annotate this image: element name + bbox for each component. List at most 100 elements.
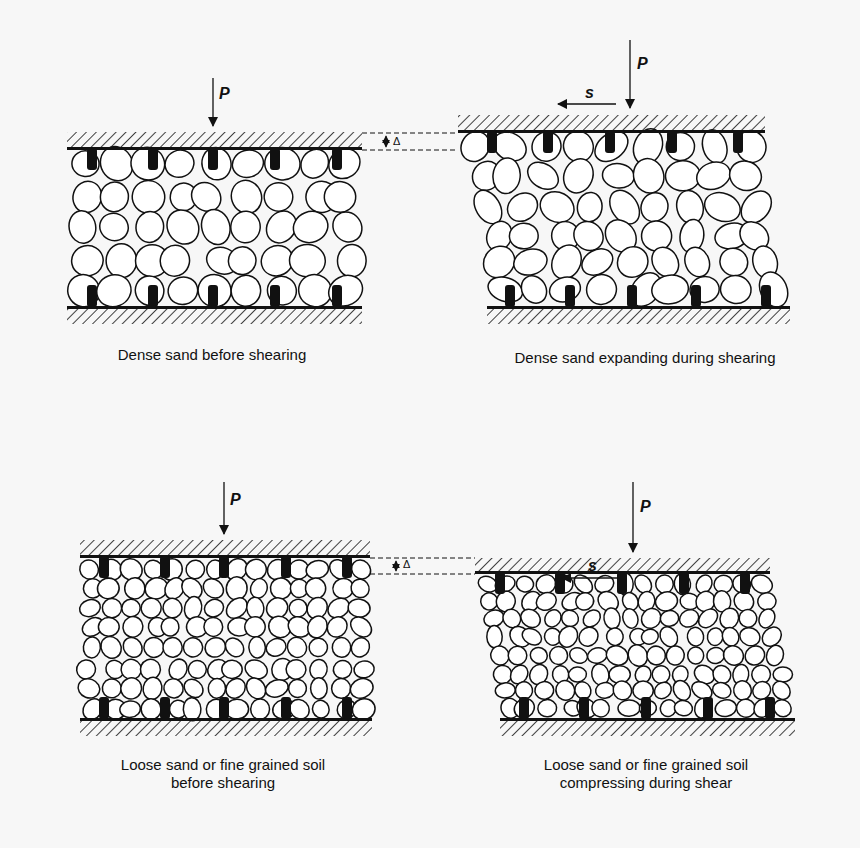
soil-grain: [162, 637, 183, 658]
soil-grain: [98, 180, 131, 214]
soil-grain: [76, 557, 101, 583]
soil-grain: [248, 636, 266, 658]
soil-grain: [714, 698, 738, 718]
soil-grain: [82, 636, 101, 659]
plate-tooth: [627, 285, 637, 307]
soil-grain: [729, 572, 754, 597]
plate-tooth: [565, 285, 575, 307]
delta-label: Δ: [393, 135, 400, 148]
soil-grain: [243, 557, 268, 582]
soil-grain: [327, 206, 368, 247]
plate-tooth: [148, 148, 158, 170]
soil-grain: [528, 645, 550, 666]
soil-grain: [581, 269, 623, 311]
soil-grain: [567, 645, 590, 666]
soil-grain: [719, 625, 741, 649]
soil-grain: [347, 598, 371, 619]
soil-grain: [284, 634, 310, 661]
soil-grain: [95, 209, 132, 245]
soil-grain: [66, 209, 98, 246]
soil-grain: [649, 272, 690, 307]
soil-grain: [332, 637, 351, 657]
plate-tooth: [505, 285, 515, 307]
soil-grain: [485, 273, 526, 306]
soil-grain: [78, 597, 103, 619]
grain-layer: [61, 124, 794, 723]
soil-grain: [644, 643, 669, 668]
soil-grain: [119, 700, 142, 719]
soil-grain: [323, 613, 351, 641]
plate-tooth: [160, 556, 170, 578]
soil-grain: [166, 656, 190, 682]
soil-grain: [737, 625, 763, 649]
soil-grain: [348, 635, 373, 661]
plate-tooth: [342, 697, 352, 719]
soil-grain: [504, 642, 530, 668]
soil-grain: [102, 598, 122, 618]
soil-grain: [337, 244, 367, 278]
reference-dash: [370, 574, 475, 575]
soil-grain: [243, 615, 268, 640]
soil-grain: [750, 696, 775, 721]
plate-tooth: [691, 285, 701, 307]
reference-dash: [370, 558, 475, 559]
load-label: P: [219, 84, 230, 103]
soil-grain: [602, 607, 621, 630]
soil-grain: [161, 204, 205, 250]
soil-grain: [633, 681, 653, 700]
plate-tooth: [617, 572, 627, 594]
soil-grain: [549, 646, 567, 665]
soil-grain: [95, 576, 121, 601]
top-plate-hatch: [458, 115, 765, 133]
plate-tooth: [281, 697, 291, 719]
plate-tooth: [160, 697, 170, 719]
soil-grain: [523, 157, 564, 195]
bottom-plate-hatch: [80, 718, 372, 736]
shear-label: s: [588, 556, 597, 575]
soil-grain: [620, 607, 640, 630]
plate-tooth: [740, 572, 750, 594]
soil-grain: [260, 178, 298, 216]
soil-grain: [201, 615, 226, 640]
panel-caption: Loose sand or fine grained soil before s…: [98, 756, 348, 792]
soil-grain: [331, 678, 351, 698]
soil-grain: [134, 210, 166, 244]
soil-grain: [304, 577, 327, 600]
soil-grain: [347, 675, 375, 701]
plate-layer: [67, 40, 795, 736]
soil-grain: [693, 158, 734, 195]
soil-grain: [534, 681, 555, 701]
plate-tooth: [208, 285, 218, 307]
top-plate-hatch: [475, 558, 770, 574]
soil-grain: [161, 145, 199, 182]
soil-grain: [509, 222, 539, 249]
soil-grain: [516, 271, 551, 308]
plate-tooth: [270, 285, 280, 307]
soil-grain: [288, 243, 326, 278]
soil-grain: [495, 682, 516, 699]
soil-grain: [310, 698, 332, 720]
soil-grain: [553, 677, 578, 703]
soil-grain: [664, 130, 697, 163]
soil-grain: [159, 616, 181, 639]
load-label: P: [637, 54, 648, 73]
soil-grain: [347, 576, 372, 602]
soil-grain: [157, 243, 192, 279]
soil-grain: [92, 270, 136, 312]
plate-tooth: [519, 697, 529, 719]
plate-tooth: [332, 148, 342, 170]
soil-grain: [725, 156, 766, 196]
plate-tooth: [495, 572, 505, 594]
plate-tooth: [605, 131, 615, 153]
soil-grain: [119, 634, 146, 661]
soil-grain: [535, 186, 580, 228]
soil-grain: [347, 613, 376, 641]
soil-grain: [617, 573, 633, 596]
soil-grain: [250, 698, 270, 720]
soil-grain: [601, 162, 636, 191]
load-label: P: [230, 490, 241, 509]
soil-grain: [289, 206, 333, 247]
soil-grain: [651, 679, 675, 702]
plate-tooth: [219, 556, 229, 578]
